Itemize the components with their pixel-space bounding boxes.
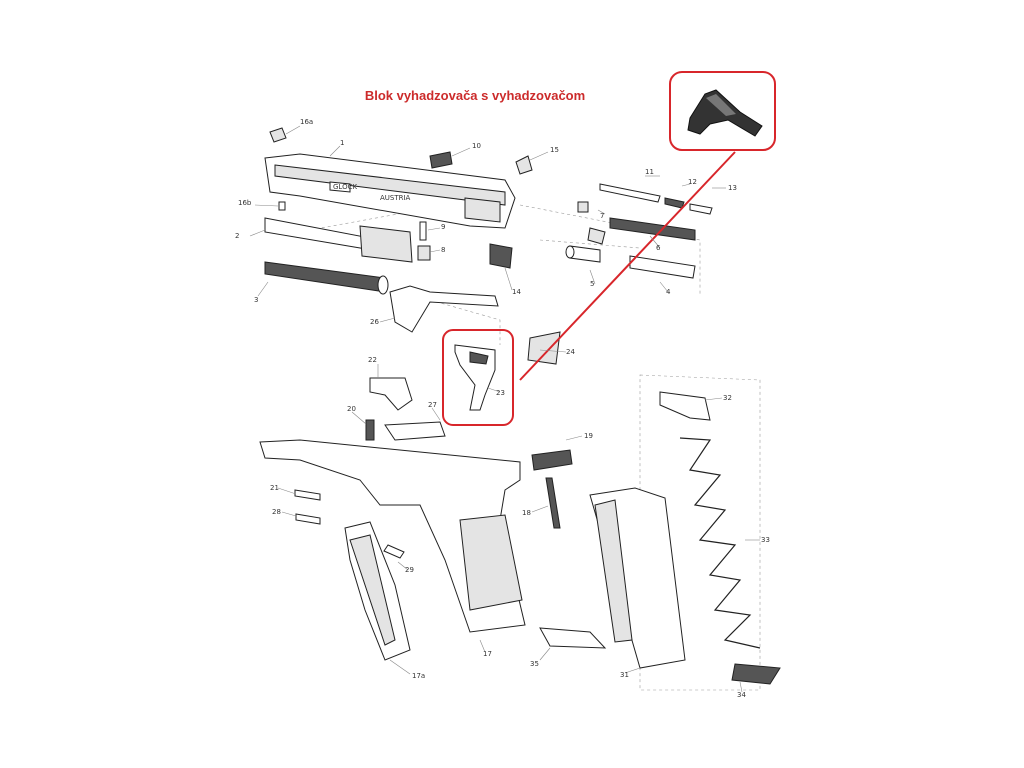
part-label-24: 24 xyxy=(566,348,575,356)
rear-sight-16a xyxy=(269,127,287,143)
firing-pin-11 xyxy=(599,183,661,203)
trigger-bar-26 xyxy=(389,285,499,333)
part-label-13: 13 xyxy=(728,184,737,192)
magazine-insert-34 xyxy=(731,663,781,685)
diagram-title: Blok vyhadzovača s vyhadzovačom xyxy=(364,88,586,103)
part-label-3: 3 xyxy=(254,296,258,304)
part-label-27: 27 xyxy=(428,401,437,409)
part-label-35: 35 xyxy=(530,660,539,668)
leader-lines xyxy=(249,125,760,693)
part-label-2: 2 xyxy=(235,232,239,240)
trigger-housing-23 xyxy=(454,344,496,411)
ejector-block-photo-frame xyxy=(669,71,776,151)
part-label-8: 8 xyxy=(441,246,445,254)
firing-pin-spring-6 xyxy=(609,217,696,241)
part-label-34: 34 xyxy=(737,691,746,699)
spring-loaded-bearing-8 xyxy=(417,245,431,261)
locking-block-27 xyxy=(384,421,446,441)
slide-brand-mark: GLOCK xyxy=(333,183,357,191)
part-label-32: 32 xyxy=(723,394,732,402)
barrel-2 xyxy=(264,217,413,263)
part-label-15: 15 xyxy=(550,146,559,154)
part-label-16b: 16b xyxy=(238,199,252,207)
trigger-housing-highlight-frame xyxy=(442,329,514,426)
slide-stop-lever-22 xyxy=(369,377,413,411)
follower-32 xyxy=(659,391,711,421)
part-label-21: 21 xyxy=(270,484,279,492)
part-label-20: 20 xyxy=(347,405,356,413)
slide-cover-plate-13 xyxy=(689,203,713,215)
part-label-28: 28 xyxy=(272,508,281,516)
part-label-31: 31 xyxy=(620,671,629,679)
part-label-17: 17 xyxy=(483,650,492,658)
part-label-6: 6 xyxy=(656,244,661,252)
front-sight-15 xyxy=(515,155,533,175)
extractor-10 xyxy=(429,151,453,169)
part-label-4: 4 xyxy=(666,288,671,296)
part-label-22: 22 xyxy=(368,356,377,364)
part-label-9: 9 xyxy=(441,223,445,231)
backstrap-17a xyxy=(344,521,411,661)
spring-cups-12 xyxy=(664,197,685,209)
trigger-pin-21 xyxy=(294,489,321,501)
locking-block-pin-29 xyxy=(383,544,405,559)
ejector-block-photo xyxy=(687,89,763,137)
magazine-spring-33 xyxy=(679,437,761,649)
part-label-11: 11 xyxy=(645,168,654,176)
extractor-depressor-14 xyxy=(489,243,513,269)
frame-17 xyxy=(259,439,526,633)
trigger-housing-pin-28 xyxy=(295,513,321,525)
part-label-14: 14 xyxy=(512,288,521,296)
spring-20 xyxy=(365,419,375,441)
part-label-12: 12 xyxy=(688,178,697,186)
part-label-19: 19 xyxy=(584,432,593,440)
part-label-29: 29 xyxy=(405,566,414,574)
magazine-catch-spring-18 xyxy=(545,477,561,529)
part-label-18: 18 xyxy=(522,509,531,517)
spacer-sleeve-5 xyxy=(565,245,601,263)
recoil-spring-3 xyxy=(264,261,389,295)
magazine-catch-19 xyxy=(531,449,573,471)
sight-pin-16b xyxy=(278,201,286,211)
part-labels: 16a 1 10 15 16b 9 2 8 11 12 13 7 6 5 4 3… xyxy=(235,118,770,699)
spacer-sleeve-7 xyxy=(577,201,606,245)
part-label-16a: 16a xyxy=(300,118,313,126)
extractor-4 xyxy=(629,255,696,279)
part-label-7: 7 xyxy=(600,212,604,220)
part-label-17a: 17a xyxy=(412,672,425,680)
part-label-5: 5 xyxy=(590,280,594,288)
part-label-1: 1 xyxy=(340,139,344,147)
slide-country-mark: AUSTRIA xyxy=(380,194,411,202)
spring-9 xyxy=(419,221,427,241)
part-label-33: 33 xyxy=(761,536,770,544)
magazine-floorplate-35 xyxy=(539,627,607,649)
slide-1: GLOCK AUSTRIA xyxy=(264,153,516,229)
slide-lock-24 xyxy=(527,331,561,365)
part-label-10: 10 xyxy=(472,142,481,150)
part-label-23: 23 xyxy=(496,389,505,397)
part-label-26: 26 xyxy=(370,318,379,326)
magazine-tube-31 xyxy=(589,487,686,669)
callout-connector-line xyxy=(519,151,736,381)
